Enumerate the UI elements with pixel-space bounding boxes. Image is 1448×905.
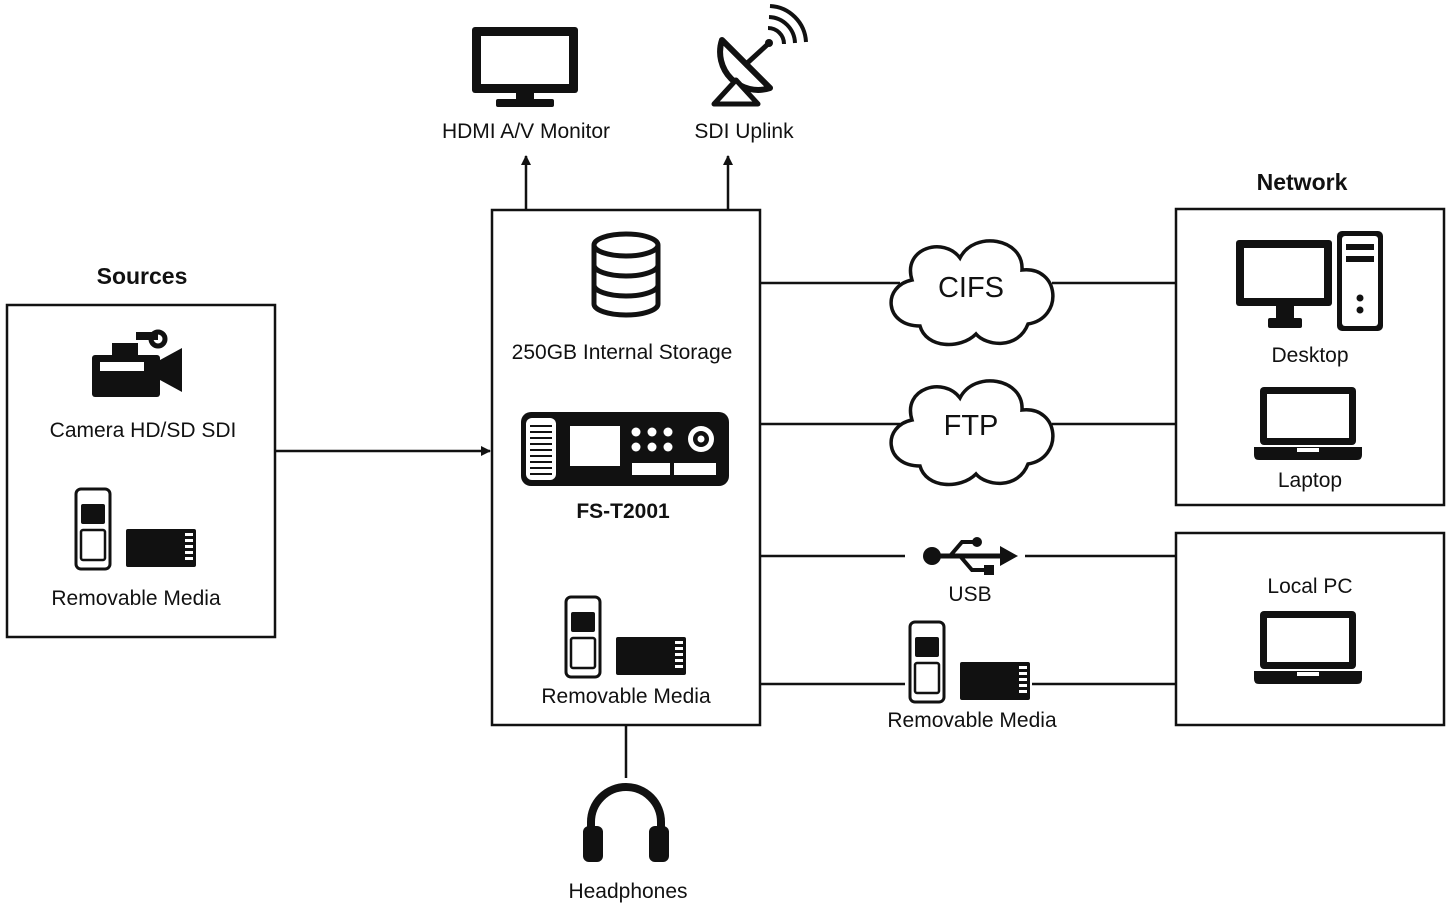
sources-media-label: Removable Media [51, 587, 221, 610]
headphones-icon [583, 783, 669, 862]
camera-icon [92, 329, 182, 397]
monitor-label: HDMI A/V Monitor [441, 120, 611, 143]
local-pc-box [1174, 531, 1446, 727]
local-pc-laptop-icon [1254, 611, 1362, 684]
sources-media-card-icon [74, 487, 198, 571]
headphones-label: Headphones [568, 880, 688, 903]
device-media-card-icon [564, 595, 688, 679]
database-icon [591, 231, 661, 318]
ftp-label: FTP [943, 410, 999, 442]
network-box [1174, 207, 1446, 507]
camera-label: Camera HD/SD SDI [49, 419, 237, 442]
satellite-dish-icon [711, 4, 808, 107]
network-laptop-icon [1254, 387, 1362, 460]
usb-label: USB [948, 583, 992, 606]
link-media-card-icon [908, 620, 1032, 704]
device-media-label: Removable Media [541, 685, 711, 708]
link-media-label: Removable Media [887, 709, 1057, 732]
uplink-label: SDI Uplink [694, 120, 794, 143]
monitor-icon [472, 27, 578, 107]
desktop-label: Desktop [1271, 344, 1349, 367]
usb-icon [923, 537, 1018, 575]
desktop-icon [1236, 231, 1383, 331]
laptop-label: Laptop [1277, 469, 1343, 492]
cifs-label: CIFS [937, 272, 1005, 304]
storage-label: 250GB Internal Storage [511, 341, 733, 364]
recorder-icon [521, 412, 729, 486]
network-heading: Network [1256, 169, 1348, 195]
sources-box [5, 303, 277, 639]
sources-heading: Sources [96, 263, 188, 289]
device-name: FS-T2001 [576, 500, 670, 523]
local-pc-label: Local PC [1267, 575, 1353, 598]
